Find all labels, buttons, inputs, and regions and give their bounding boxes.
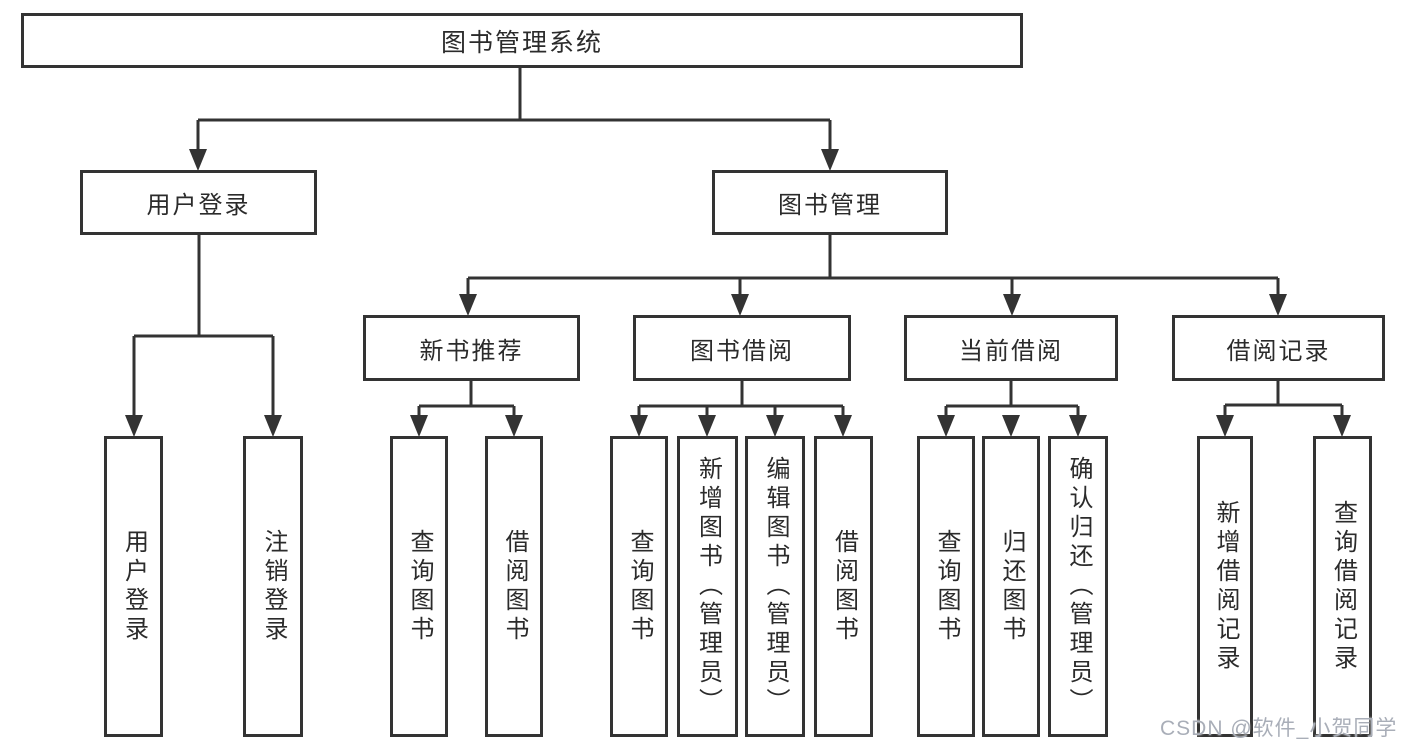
node-new-book-recommend: 新书推荐 (363, 315, 580, 381)
connector-borrow-to-leaves (630, 381, 852, 437)
node-current-borrowing: 当前借阅 (904, 315, 1118, 381)
leaf-logout: 注销登录 (243, 436, 303, 737)
leaf-records-add-record: 新增借阅记录 (1197, 436, 1253, 737)
leaf-borrow-query-books: 查询图书 (610, 436, 668, 737)
node-book-management: 图书管理 (712, 170, 948, 235)
leaf-current-query-books: 查询图书 (917, 436, 975, 737)
node-borrowing-records: 借阅记录 (1172, 315, 1385, 381)
node-root-library-system: 图书管理系统 (21, 13, 1023, 68)
leaf-records-query-record: 查询借阅记录 (1313, 436, 1372, 737)
leaf-newbook-borrow-books: 借阅图书 (485, 436, 543, 737)
connector-mgmt-to-level3 (459, 235, 1287, 316)
leaf-current-return-books: 归还图书 (982, 436, 1040, 737)
watermark: CSDN @软件_小贺同学 (1160, 717, 1398, 740)
leaf-borrow-edit-books-admin: 编辑图书（管理员） (745, 436, 805, 737)
leaf-borrow-add-books-admin: 新增图书（管理员） (677, 436, 738, 737)
leaf-borrow-borrow-books: 借阅图书 (814, 436, 873, 737)
connector-root-to-level2 (189, 68, 839, 171)
node-user-login: 用户登录 (80, 170, 317, 235)
connector-current-to-leaves (937, 381, 1087, 437)
leaf-current-confirm-return-admin: 确认归还（管理员） (1048, 436, 1108, 737)
connector-records-to-leaves (1216, 381, 1351, 437)
connector-login-to-leaves (125, 235, 282, 437)
leaf-newbook-query-books: 查询图书 (390, 436, 448, 737)
connector-newbook-to-leaves (410, 381, 523, 437)
leaf-user-login: 用户登录 (104, 436, 163, 737)
node-book-borrowing: 图书借阅 (633, 315, 851, 381)
